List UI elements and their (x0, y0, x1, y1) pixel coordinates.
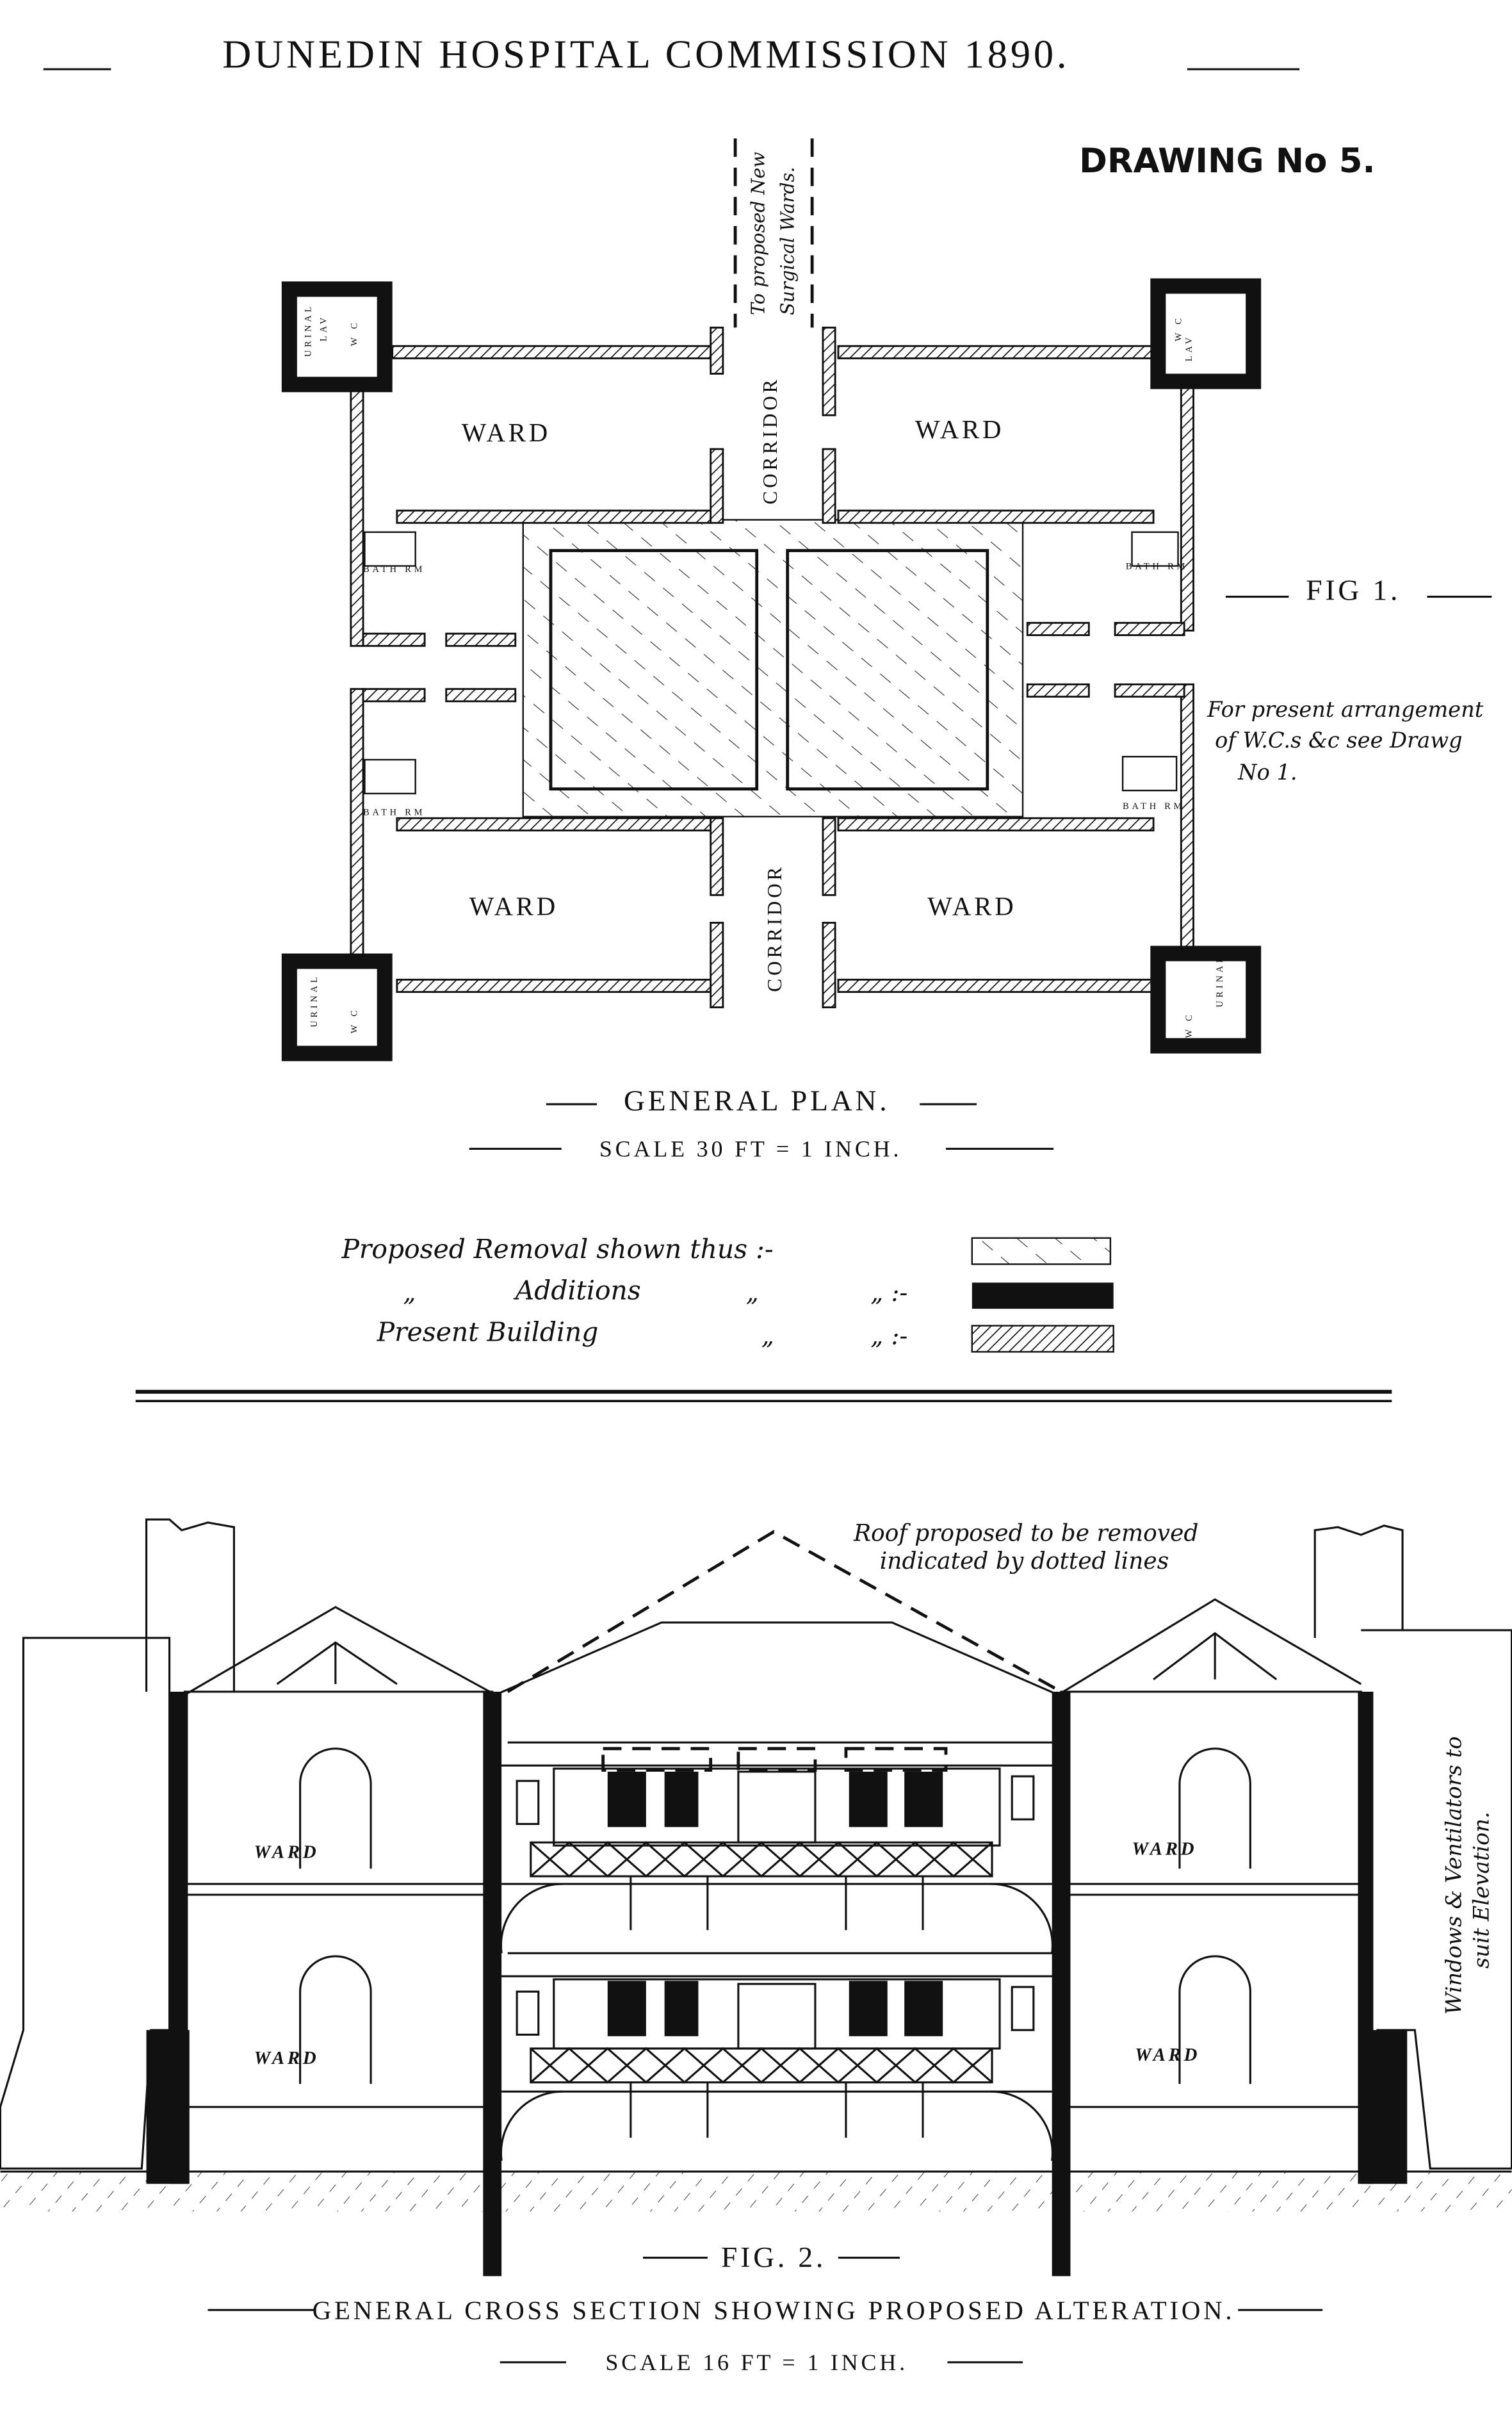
bath-room-label: BATH RM (1123, 801, 1185, 812)
legend-ditto-colon: „ :- (870, 1279, 907, 1307)
wc-arrangement-note-3: No 1. (1237, 760, 1297, 785)
ward-label: WARD (915, 415, 1004, 444)
bath-room-label: BATH RM (363, 807, 425, 817)
lav-label: LAV (318, 315, 329, 341)
legend-removal-label: Proposed Removal shown thus :- (341, 1234, 773, 1264)
bath-room-label: BATH RM (1126, 561, 1188, 571)
drawing-number: DRAWING No 5. (1079, 142, 1375, 181)
plan-scale: SCALE 30 FT = 1 INCH. (599, 1136, 902, 1161)
sheet-title: DUNEDIN HOSPITAL COMMISSION 1890. (222, 32, 1069, 77)
legend-ditto-colon: „ :- (870, 1321, 907, 1350)
lav-label: LAV (1184, 334, 1194, 361)
legend-removal-swatch (971, 1237, 1112, 1265)
central-galleries (500, 1741, 1062, 2161)
ward-label: WARD (469, 892, 558, 921)
ward-label: WARD (927, 892, 1016, 921)
section-ward-label: WARD (254, 2048, 320, 2068)
legend-ditto: „ (761, 1321, 774, 1350)
windows-note-2: suit Elevation. (1469, 1812, 1494, 1968)
wc-label: W C (1173, 315, 1183, 341)
corridor-label: CORRIDOR (763, 864, 786, 992)
legend: Proposed Removal shown thus :- „ Additio… (135, 1234, 1392, 1403)
urinal-label: URINAL (303, 304, 313, 357)
urinal-label: URINAL (309, 974, 320, 1027)
bath-room-label: BATH RM (363, 564, 425, 575)
roof-removal-note-2: indicated by dotted lines (880, 1548, 1169, 1575)
windows-note-1: Windows & Ventilators to (1441, 1737, 1466, 2015)
urinal-label: URINAL (1215, 954, 1225, 1007)
wc-label: W C (349, 1007, 359, 1033)
wc-arrangement-note-2: of W.C.s &c see Drawg (1215, 728, 1462, 753)
legend-ditto: „ (746, 1279, 759, 1307)
surgical-wards-note-1: To proposed New (747, 152, 769, 315)
fig1-label: FIG 1. (1306, 573, 1401, 606)
fig2-label: FIG. 2. (721, 2241, 826, 2273)
surgical-wards-note-2: Surgical Wards. (776, 167, 798, 315)
ward-label: WARD (462, 418, 551, 447)
section-ward-label: WARD (1135, 2045, 1200, 2065)
section-ward-label: WARD (1132, 1838, 1198, 1859)
legend-present-label: Present Building (377, 1317, 599, 1348)
roof-removal-note-1: Roof proposed to be removed (853, 1521, 1199, 1547)
section-caption: GENERAL CROSS SECTION SHOWING PROPOSED A… (313, 2296, 1235, 2325)
plan-caption: GENERAL PLAN. (624, 1084, 890, 1117)
legend-ditto: „ (403, 1279, 416, 1307)
ward-walls (350, 326, 1194, 1009)
wc-additions: W C LAV URINAL W C LAV W C URINAL W C UR… (281, 278, 1262, 1061)
general-plan: To proposed New Surgical Wards. W C LAV … (281, 138, 1492, 1161)
corridor-label: CORRIDOR (759, 377, 781, 505)
title-block: DUNEDIN HOSPITAL COMMISSION 1890. DRAWIN… (43, 28, 1376, 181)
legend-present-swatch (971, 1325, 1114, 1353)
legend-additions-swatch (971, 1282, 1114, 1309)
section-ward-label: WARD (254, 1842, 320, 1862)
cross-section: WARD WARD WARD WARD Roof proposed to be … (0, 1518, 1512, 2375)
wc-arrangement-note-1: For present arrangement (1207, 697, 1484, 722)
legend-additions-label: Additions (513, 1275, 641, 1306)
wc-label: W C (349, 320, 359, 346)
section-scale: SCALE 16 FT = 1 INCH. (605, 2350, 908, 2375)
wc-label: W C (1184, 1012, 1194, 1038)
